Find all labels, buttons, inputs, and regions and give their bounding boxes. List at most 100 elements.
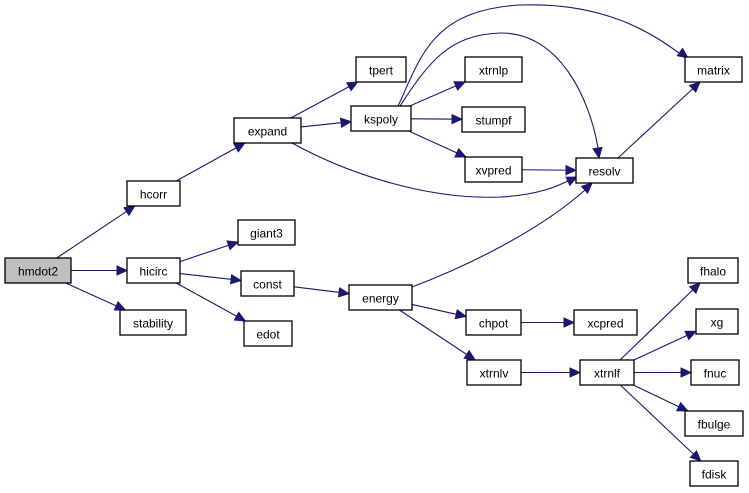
node-const[interactable]: const [240,270,295,297]
arrowhead-icon [451,113,464,125]
node-fbulge[interactable]: fbulge [684,410,744,437]
node-label: xtrnlv [480,367,509,381]
node-box[interactable] [690,359,740,386]
node-stumpf[interactable]: stumpf [461,106,526,133]
node-xtrnlf[interactable]: xtrnlf [579,359,635,386]
node-giant3[interactable]: giant3 [237,219,296,246]
edge-energy-to-chpot [411,303,468,320]
edge-resolv-to-matrix [617,81,701,159]
node-tpert[interactable]: tpert [355,56,407,83]
node-label: xtrnlf [594,367,621,381]
node-box[interactable] [579,359,635,386]
node-box[interactable] [4,257,72,284]
node-box[interactable] [348,284,413,311]
edge-line [397,4,685,107]
edge-line [633,330,697,361]
edge-kspoly-to-xvpred [408,130,468,158]
edge-energy-to-resolv [411,182,593,288]
node-box[interactable] [464,156,523,183]
arrowhead-icon [676,401,689,412]
node-xtrnlv[interactable]: xtrnlv [466,359,522,386]
arrowhead-icon [116,265,129,276]
arrowhead-icon [454,147,468,158]
arrowhead-icon [563,317,576,328]
arrowhead-icon [340,117,353,129]
node-box[interactable] [684,410,744,437]
node-edot[interactable]: edot [243,320,293,347]
edge-xtrnlf-to-xg [633,330,698,361]
edge-kspoly-to-resolv [399,32,603,160]
arrowhead-icon [463,349,477,361]
edge-hmdot2-to-hcorr [56,205,136,259]
edge-kspoly-to-xtrnlp [409,81,467,107]
node-hmdot2[interactable]: hmdot2 [4,257,72,284]
node-box[interactable] [464,56,523,83]
edge-xtrnlf-to-fhalo [619,282,701,361]
node-box[interactable] [126,257,181,284]
node-box[interactable] [350,105,412,132]
node-box[interactable] [355,56,407,83]
edge-line [399,309,476,361]
nodes-layer: hmdot2 hcorr hicirc stability expand tpert ksp… [4,56,744,487]
node-box[interactable] [466,359,522,386]
node-box[interactable] [687,257,739,284]
edge-line [399,32,599,149]
edge-line [411,189,586,288]
node-label: hcorr [140,188,167,202]
node-box[interactable] [126,180,181,207]
node-label: xtrnlp [479,64,509,78]
node-fnuc[interactable]: fnuc [690,359,740,386]
node-kspoly[interactable]: kspoly [350,105,412,132]
edge-kspoly-to-stumpf [410,113,464,125]
node-label: xg [711,316,724,330]
edge-line [617,81,701,159]
arrowhead-icon [345,81,359,92]
node-label: giant3 [250,227,283,241]
edge-xtrnlv-to-xtrnlf [521,367,582,378]
node-box[interactable] [689,460,739,487]
arrowhead-icon [229,274,243,285]
arrowhead-icon [337,287,351,298]
edge-const-to-energy [293,286,351,298]
edge-xtrnlf-to-fdisk [619,384,702,462]
arrowhead-icon [684,330,698,341]
arrowhead-icon [580,182,593,194]
node-energy[interactable]: energy [348,284,413,311]
node-resolv[interactable]: resolv [575,157,634,184]
node-fhalo[interactable]: fhalo [687,257,739,284]
edge-hicirc-to-const [179,272,243,285]
node-fdisk[interactable]: fdisk [689,460,739,487]
node-box[interactable] [684,56,743,83]
edge-hicirc-to-edot [175,282,247,322]
node-box[interactable] [233,117,302,144]
node-box[interactable] [695,308,739,335]
node-box[interactable] [240,270,295,297]
node-label: hicirc [139,265,167,279]
edge-xtrnlf-to-fbulge [632,384,689,412]
node-matrix[interactable]: matrix [684,56,743,83]
node-box[interactable] [243,320,293,347]
node-hcorr[interactable]: hcorr [126,180,181,207]
node-box[interactable] [465,309,522,336]
node-box[interactable] [575,157,634,184]
node-box[interactable] [119,309,187,336]
node-xtrnlp[interactable]: xtrnlp [464,56,523,83]
edge-line [65,282,126,311]
arrowhead-icon [680,367,693,378]
edge-line [56,205,136,259]
node-box[interactable] [461,106,526,133]
node-box[interactable] [573,309,638,336]
node-xvpred[interactable]: xvpred [464,156,523,183]
node-box[interactable] [237,219,296,246]
edge-line [619,282,701,361]
edge-line [619,384,702,462]
node-stability[interactable]: stability [119,309,187,336]
node-expand[interactable]: expand [233,117,302,144]
edge-line [290,81,359,119]
node-chpot[interactable]: chpot [465,309,522,336]
edge-expand-to-resolv [291,142,579,198]
node-xcpred[interactable]: xcpred [573,309,638,336]
node-hicirc[interactable]: hicirc [126,257,181,284]
arrowhead-icon [688,81,701,94]
node-xg[interactable]: xg [695,308,739,335]
